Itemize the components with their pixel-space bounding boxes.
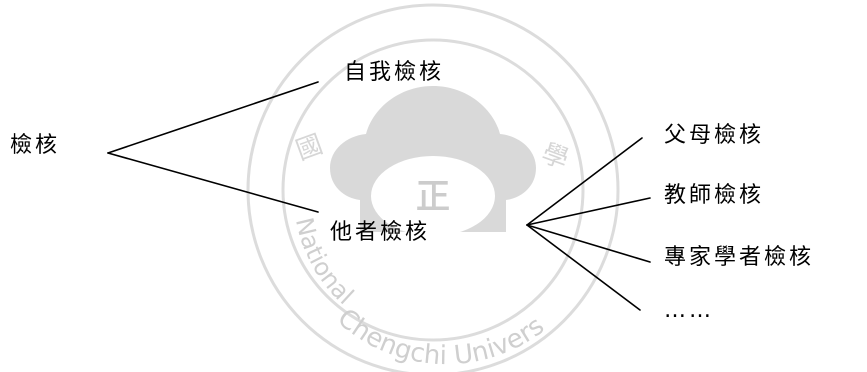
seal-outer-ring xyxy=(246,3,620,372)
parent-check-node-label: 父母檢核 xyxy=(664,123,765,148)
edge-others-to-parent-check xyxy=(526,137,643,226)
self-check-node-label: 自我檢核 xyxy=(344,60,445,85)
others-check-node-label: 他者檢核 xyxy=(330,220,431,245)
seal-emblem-glyph: 正 xyxy=(416,177,450,217)
teacher-check-node-label: 教師檢核 xyxy=(664,183,765,208)
edge-root-to-others-check xyxy=(107,152,319,213)
seal-emblem-hollow xyxy=(371,156,495,236)
edge-others-to-ellipsis xyxy=(526,224,641,311)
edge-others-to-expert-check xyxy=(526,224,651,263)
root-node-label: 檢核 xyxy=(10,133,61,158)
edge-root-to-self-check xyxy=(107,81,319,154)
edge-others-to-teacher-check xyxy=(526,197,651,226)
ellipsis-node-label: …… xyxy=(664,298,714,323)
expert-check-node-label: 專家學者檢核 xyxy=(664,245,815,270)
seal-inner-ring xyxy=(281,38,585,342)
